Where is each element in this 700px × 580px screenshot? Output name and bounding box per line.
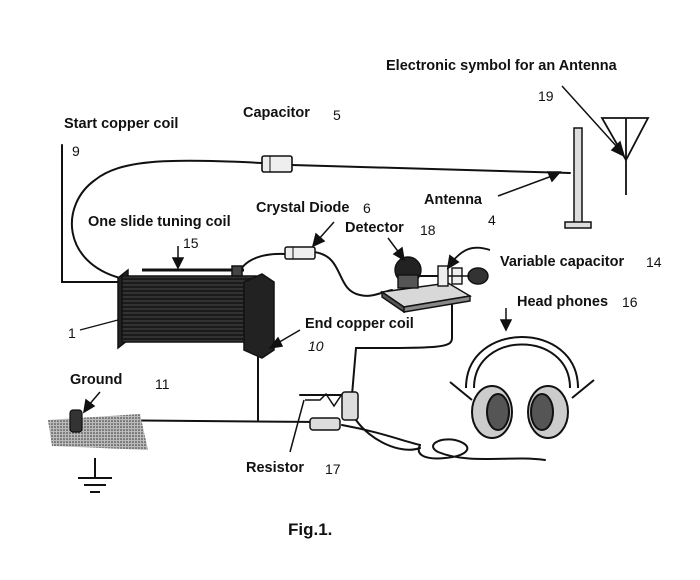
crystal-diode-component: [284, 246, 316, 260]
ground-label: Ground: [70, 372, 123, 388]
coil-number-1-pointer: [79, 319, 119, 331]
crystal-diode-number: 6: [363, 200, 371, 216]
capacitor-component: [261, 155, 293, 173]
tuning-coil-component: [117, 265, 275, 359]
capacitor-number: 5: [333, 107, 341, 123]
ground-arrow: [82, 391, 101, 414]
resistor-component: [305, 391, 359, 431]
variable-capacitor-number: 14: [646, 254, 662, 270]
start-coil-wire: [61, 144, 121, 283]
headphone-cord: [417, 438, 546, 461]
resistor-lead-wire: [341, 424, 421, 446]
wires: [61, 144, 571, 461]
resistor-number: 17: [325, 461, 341, 477]
end-coil-label: End copper coil: [305, 316, 414, 332]
crystal-diode-label: Crystal Diode: [256, 200, 350, 216]
coil-number: 1: [68, 325, 76, 341]
headphones-component: [449, 336, 595, 439]
antenna-component: [564, 127, 592, 229]
head-phones-number: 16: [622, 294, 638, 310]
headphones-arrow: [499, 308, 513, 332]
detector-label: Detector: [345, 220, 404, 236]
detector-component: [380, 256, 489, 314]
start-coil-number: 9: [72, 143, 80, 159]
antenna-label: Antenna: [424, 192, 482, 208]
detector-arrow: [387, 237, 406, 262]
varcap-arrow: [446, 246, 491, 270]
head-phones-label: Head phones: [517, 294, 609, 310]
headphone-cord-2: [355, 419, 421, 451]
coil-to-capacitor-wire: [71, 159, 263, 279]
tuning-coil-number: 15: [183, 235, 199, 251]
antenna-number: 4: [488, 212, 496, 228]
detector-to-headphone-wire: [351, 299, 453, 396]
resistor-label: Resistor: [246, 460, 305, 476]
end-coil-number: 10: [308, 338, 324, 354]
antenna-symbol-arrow: [561, 85, 626, 158]
ground-symbol: [78, 458, 112, 493]
capacitor-label: Capacitor: [243, 105, 310, 121]
end-coil-arrow: [268, 329, 301, 350]
antenna-arrow: [497, 171, 562, 197]
antenna-symbol: [600, 117, 650, 195]
diode-arrow: [311, 221, 335, 248]
diode-to-detector-wire: [313, 251, 393, 297]
start-coil-label: Start copper coil: [64, 116, 179, 132]
antenna-symbol-number: 19: [538, 88, 554, 104]
capacitor-to-antenna-wire: [291, 164, 571, 174]
antenna-symbol-label: Electronic symbol for an Antenna: [386, 58, 617, 74]
ground-number: 11: [155, 376, 170, 392]
variable-capacitor-label: Variable capacitor: [500, 254, 625, 270]
detector-number: 18: [420, 222, 436, 238]
tuning-coil-arrow: [171, 246, 185, 270]
figure-caption: Fig.1.: [288, 520, 333, 539]
tuning-coil-label: One slide tuning coil: [88, 214, 231, 230]
ground-component: [48, 409, 148, 450]
resistor-arrow: [289, 399, 305, 453]
